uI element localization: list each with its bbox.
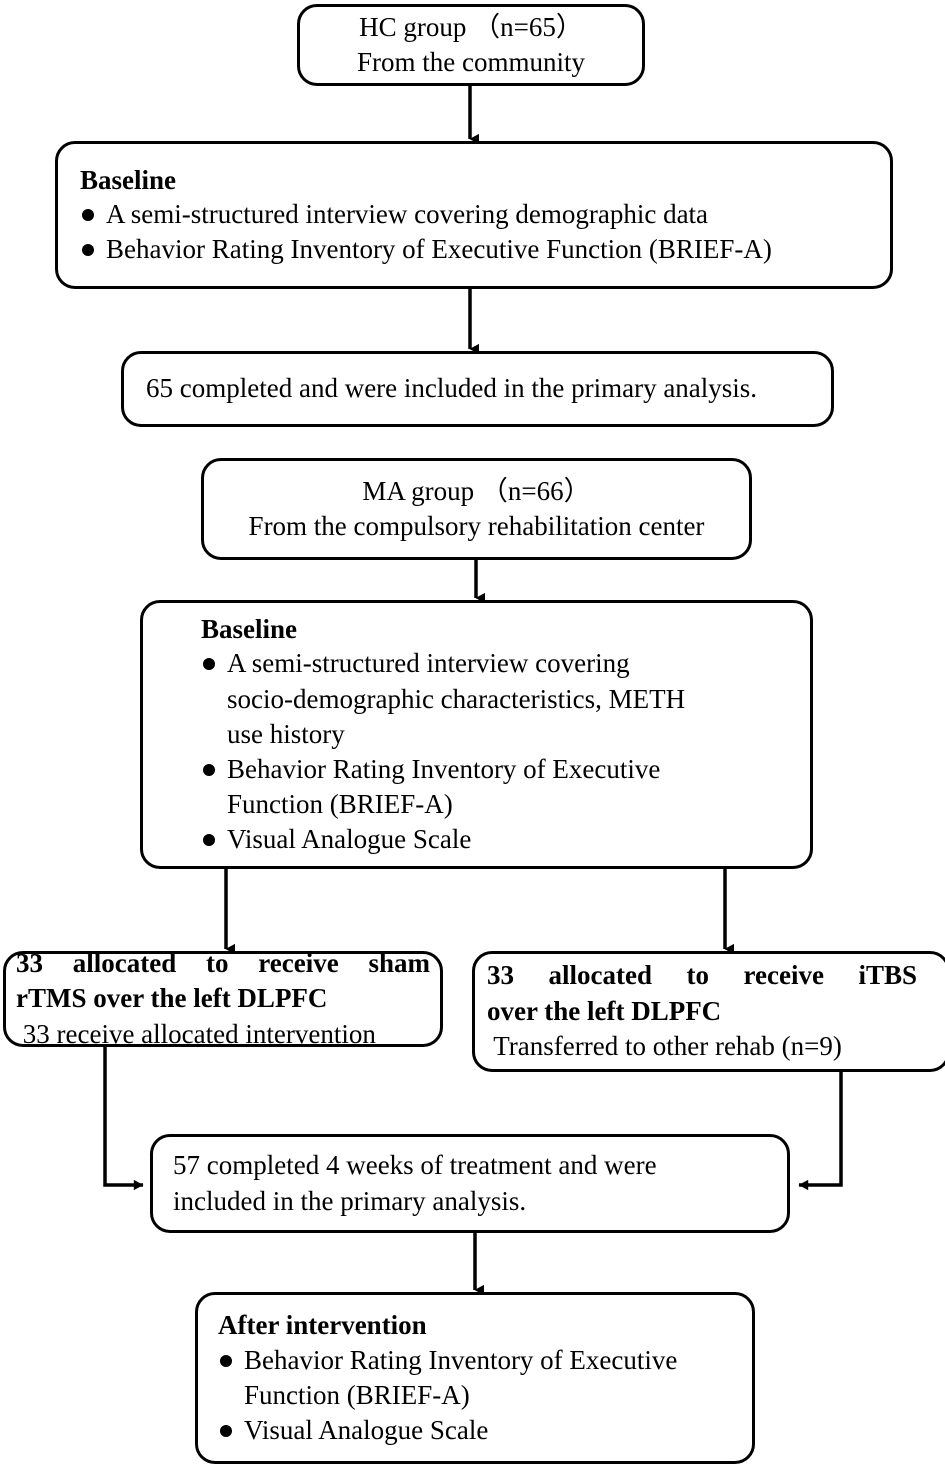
bullet-dot-icon [203,763,215,776]
sham-arm-bold-line-1: 33 allocated to receive sham [16,947,430,978]
list-item: A semi-structured interview covering soc… [201,646,788,751]
arrow-sham-arm-to-ma-completed [103,1047,144,1191]
arrow-itbs-arm-to-ma-completed [798,1072,843,1191]
ma-baseline-bullet-3: Visual Analogue Scale [227,823,472,854]
hc-baseline-bullet-1: A semi-structured interview covering dem… [106,199,709,230]
node-hc-completed[interactable]: 65 completed and were included in the pr… [121,351,834,427]
node-sham-arm[interactable]: 33 allocated to receive sham rTMS over t… [3,948,443,1049]
hc-completed-line-1: 65 completed and were included in the pr… [146,373,758,404]
list-item: Behavior Rating Inventory of Executive F… [80,232,868,267]
ma-completed-line-1: 57 completed 4 weeks of treatment and we… [173,1150,657,1181]
itbs-arm-sub-line-1: Transferred to other rehab (n=9) [487,1031,842,1062]
after-intervention-bullet-2: Visual Analogue Scale [244,1414,489,1445]
ma-group-line-1: MA group （n=66） [362,475,591,506]
bullet-dot-icon [82,209,94,222]
itbs-arm-bold-line-2: over the left DLPFC [487,995,722,1026]
after-intervention-heading: After intervention [218,1310,427,1341]
list-item: Behavior Rating Inventory of Executive F… [218,1343,734,1413]
node-itbs-arm[interactable]: 33 allocated to receive iTBS over the le… [472,951,945,1072]
bullet-dot-icon [220,1354,232,1367]
itbs-arm-bold-line-1: 33 allocated to receive iTBS [487,960,917,991]
bullet-dot-icon [82,244,94,257]
hc-baseline-heading: Baseline [80,164,177,195]
ma-baseline-bullets: A semi-structured interview covering soc… [201,646,788,857]
node-ma-baseline[interactable]: Baseline A semi-structured interview cov… [140,600,813,869]
bullet-dot-icon [220,1424,232,1437]
hc-group-line-2: From the community [357,47,585,77]
ma-completed-line-2: included in the primary analysis. [173,1185,527,1216]
ma-baseline-bullet-1: A semi-structured interview covering soc… [227,648,686,749]
hc-group-line-1: HC group （n=65） [359,11,583,42]
node-after-intervention[interactable]: After intervention Behavior Rating Inven… [195,1292,755,1464]
list-item: Behavior Rating Inventory of Executive F… [201,752,788,822]
ma-baseline-bullet-2: Behavior Rating Inventory of Executive F… [227,753,661,819]
ma-group-line-2: From the compulsory rehabilitation cente… [248,511,705,541]
list-item: Visual Analogue Scale [201,822,788,857]
after-intervention-bullet-1: Behavior Rating Inventory of Executive F… [244,1344,678,1410]
node-ma-group[interactable]: MA group （n=66） From the compulsory reha… [201,458,752,560]
hc-baseline-bullets: A semi-structured interview covering dem… [80,197,868,267]
bullet-dot-icon [203,658,215,671]
list-item: Visual Analogue Scale [218,1413,734,1448]
bullet-dot-icon [203,833,215,846]
after-intervention-bullets: Behavior Rating Inventory of Executive F… [218,1343,734,1448]
hc-baseline-bullet-2: Behavior Rating Inventory of Executive F… [106,234,772,265]
sham-arm-bold-line-2: rTMS over the left DLPFC [16,983,328,1014]
node-hc-group[interactable]: HC group （n=65） From the community [297,4,645,86]
node-hc-baseline[interactable]: Baseline A semi-structured interview cov… [55,141,893,289]
node-ma-completed[interactable]: 57 completed 4 weeks of treatment and we… [150,1134,790,1233]
list-item: A semi-structured interview covering dem… [80,197,868,232]
ma-baseline-heading: Baseline [201,613,298,644]
sham-arm-sub-line-1: 33 receive allocated intervention [16,1018,376,1049]
